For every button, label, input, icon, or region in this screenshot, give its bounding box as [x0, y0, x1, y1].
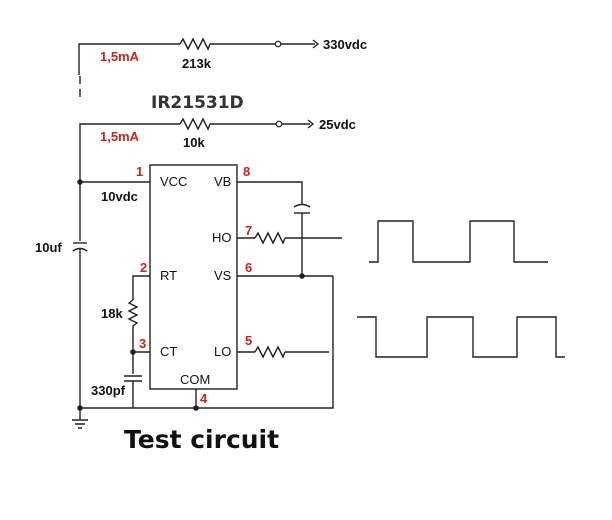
cap-10uf-label: 10uf [35, 240, 62, 255]
pin-number-3: 3 [139, 336, 146, 351]
resistor-18k-symbol [127, 299, 139, 352]
cap-10uf-plate-bottom [72, 247, 88, 252]
pin-name-ho: HO [212, 230, 232, 245]
ic-body [149, 164, 238, 390]
pin-number-6: 6 [245, 260, 252, 275]
pin-number-1: 1 [136, 164, 143, 179]
pin-number-2: 2 [140, 260, 147, 275]
pin-number-8: 8 [243, 164, 250, 179]
resistor-lo-symbol [254, 345, 286, 359]
pin-number-4: 4 [200, 391, 208, 406]
low-side-network [237, 345, 329, 359]
pin-name-rt: RT [160, 268, 177, 283]
chip-name: IR21531D [151, 93, 244, 113]
supply-rail-25v [79, 117, 315, 182]
diagram-caption: Test circuit [124, 425, 279, 454]
ground-icon [72, 419, 88, 429]
cap-bootstrap-plate-top [293, 203, 311, 208]
waveform-lo [357, 316, 565, 358]
pin-name-com: COM [180, 372, 210, 387]
resistor-213k-symbol [179, 37, 211, 51]
cap-330pf-label: 330pf [91, 383, 126, 398]
pin-name-ct: CT [160, 344, 177, 359]
terminal-25v [275, 120, 283, 128]
supply-rail-330v [78, 37, 320, 97]
resistor-18k-label: 18k [101, 306, 123, 321]
com-junction [193, 405, 199, 411]
waveform-ho [369, 220, 548, 263]
pin-number-5: 5 [245, 333, 252, 348]
pin-name-lo: LO [214, 344, 231, 359]
vs-junction [299, 273, 305, 279]
pin-name-vs: VS [214, 268, 232, 283]
terminal-330v [274, 40, 282, 48]
resistor-10k-symbol [179, 117, 211, 131]
voltage-25v-label: 25vdc [319, 117, 356, 132]
resistor-213k-label: 213k [182, 56, 212, 71]
ground-bus [80, 276, 334, 411]
high-side-network [237, 181, 342, 279]
resistor-10k-label: 10k [183, 135, 205, 150]
pin-name-vb: VB [214, 174, 231, 189]
current-label-top: 1,5mA [100, 49, 140, 64]
voltage-330v-label: 330vdc [323, 37, 367, 52]
current-label-second: 1,5mA [100, 129, 140, 144]
timing-network [124, 275, 150, 408]
vcc-voltage-label: 10vdc [101, 189, 138, 204]
pin-number-7: 7 [245, 223, 252, 238]
resistor-ho-symbol [254, 231, 286, 245]
pin-name-vcc: VCC [160, 174, 187, 189]
